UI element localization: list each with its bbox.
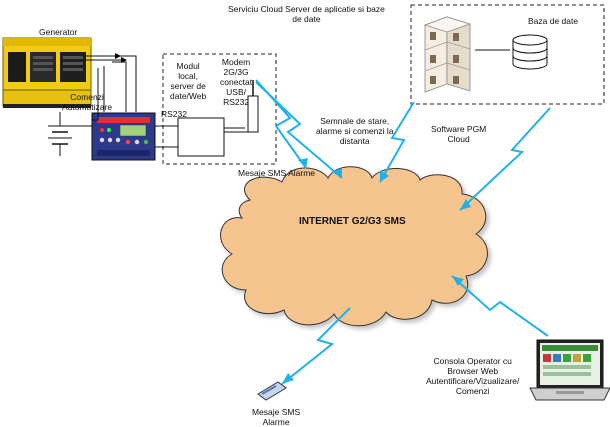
link-software-cloud [459, 107, 551, 211]
database-icon [512, 34, 548, 70]
server-stack-image [423, 16, 472, 93]
phone-image [257, 381, 287, 401]
link-laptop-cloud [451, 275, 549, 337]
consola-label: Consola Operator cu Browser Web Autentif… [426, 356, 520, 396]
laptop-image [529, 339, 610, 401]
link-server-cloud [379, 101, 415, 183]
cloud-server-label: Serviciu Cloud Server de aplicatie si ba… [228, 4, 385, 24]
internet-cloud [220, 166, 488, 327]
wireless-links [255, 79, 551, 385]
link-modem-sms [255, 81, 343, 179]
baza-de-date-label: Baza de date [528, 16, 579, 26]
local-module-box [162, 53, 277, 165]
mesaje-sms-bottom-label: Mesaje SMS Alarme [252, 407, 301, 427]
control-panel-image [91, 112, 156, 161]
link-cloud-phone [281, 307, 351, 385]
comenzi-automatizare-label: Comenzi Automatizare [62, 92, 113, 112]
modem-label: Modem 2G/3G conectat USB/ RS232 [220, 57, 253, 107]
internet-label: INTERNET G2/G3 SMS [299, 216, 406, 227]
modem-image [247, 80, 259, 133]
wiring-lines [48, 53, 250, 157]
modul-local-label: Modul local, server de date/Web [170, 61, 207, 101]
mesaje-sms-top-label: Mesaje SMS Alarme [238, 168, 315, 178]
generator-image [2, 37, 92, 108]
generator-label: Generator [39, 27, 78, 37]
rs232-label: RS232 [161, 109, 187, 119]
software-pgm-label: Software PGM Cloud [431, 124, 487, 144]
semnale-label: Semnale de stare, alarme si comenzi la d… [316, 116, 394, 146]
cloud-server-box [410, 4, 605, 105]
